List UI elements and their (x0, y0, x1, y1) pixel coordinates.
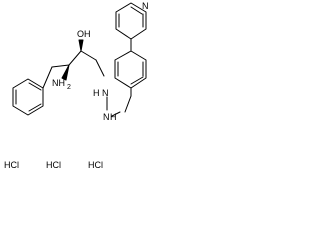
hydrazine-n1-label: N (102, 88, 109, 98)
hcl-salt-3: HCl (88, 160, 103, 170)
amino-subscript: 2 (67, 84, 71, 91)
amino-label: NH (52, 78, 65, 88)
hydrazine-n2-h-label: H (110, 112, 117, 122)
hydroxyl-label: OH (77, 29, 91, 39)
hydrazine-n2-label: N (103, 112, 110, 122)
pyridine-ring (115, 2, 147, 40)
hcl-salt-1: HCl (4, 160, 19, 170)
pyridine-n-label: N (142, 1, 149, 11)
hydrazine-h-label: H (93, 88, 100, 98)
carbon-chain (42, 50, 105, 89)
phenyl-ring (12, 78, 44, 116)
hcl-salt-2: HCl (46, 160, 61, 170)
chemical-structure: OH NH 2 H N N H N HCl HCl HCl (4, 1, 149, 170)
para-phenylene-ring (114, 38, 147, 97)
hydrazine-linker (106, 95, 132, 117)
stereo-bonds (61, 39, 84, 81)
